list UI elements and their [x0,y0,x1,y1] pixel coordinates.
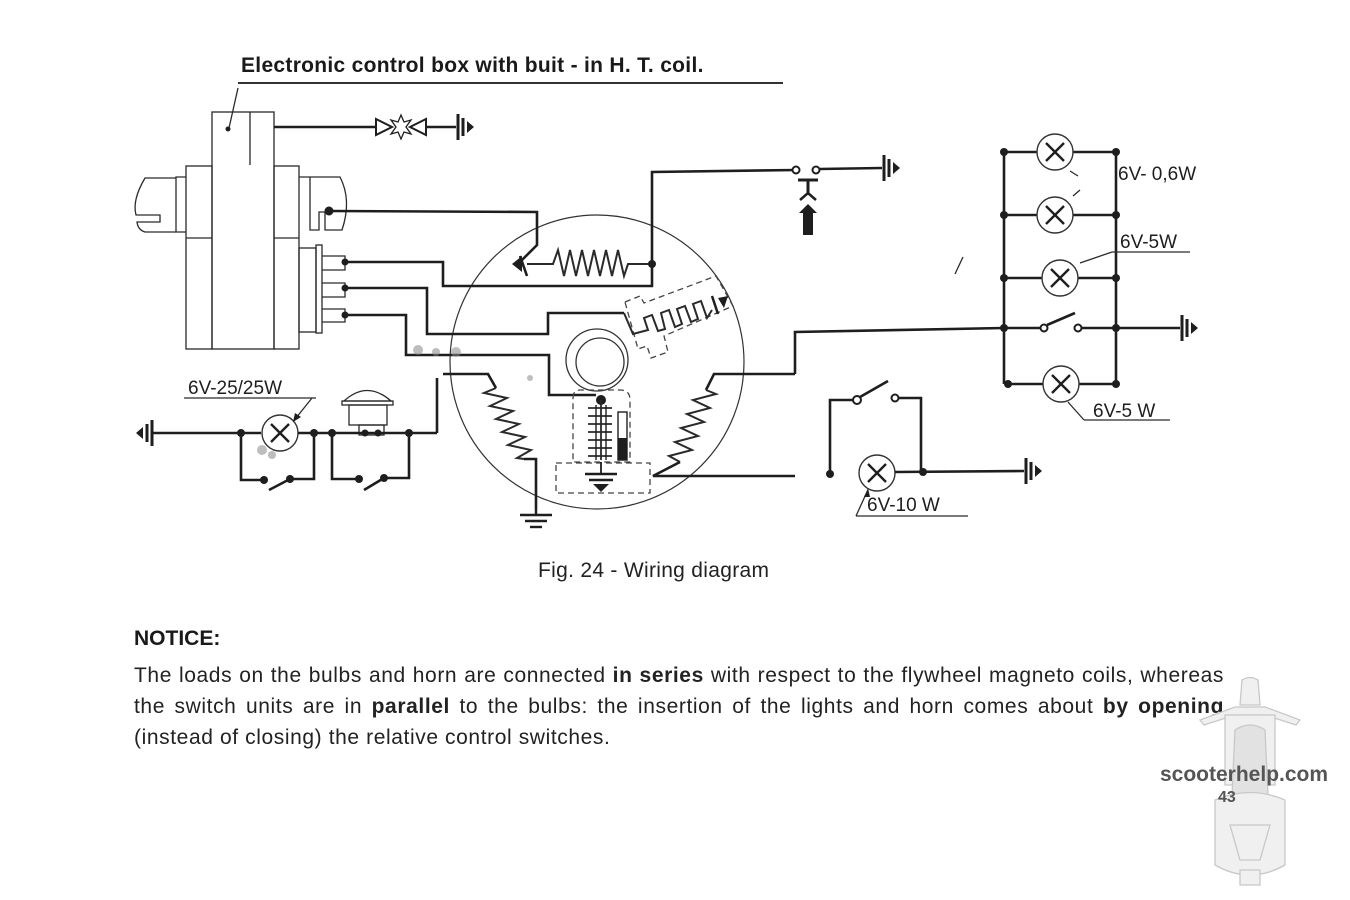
spark-plug [274,112,476,142]
push-button-switch-icon [799,204,817,235]
notice-paragraph: The loads on the bulbs and horn are conn… [134,660,1224,753]
stop-switch [791,153,902,235]
ground-icon [882,153,902,183]
lamp-group: 6V- 0,6W 6V-5W 6V-5 W [1000,132,1200,422]
lamp-label-2: 6V-5W [1120,232,1177,253]
bulb-icon [1041,364,1081,404]
tail-lamp-circuit: 6V-10 W [826,379,1044,517]
spark-gap-icon [389,113,413,141]
label-leader-line [228,87,239,129]
ground-icon [1180,313,1200,343]
watermark: scooterhelp.com [1160,763,1329,786]
control-box-label: Electronic control box with buit - in H.… [241,54,704,77]
bulb-icon [1040,258,1080,298]
magneto-coil-top [345,168,798,288]
notice-text: The loads on the bulbs and horn are conn… [134,664,613,687]
indicator-bulb-icon [1035,132,1075,172]
tail-lamp-label: 6V-10 W [867,495,940,516]
magneto-coil-right [652,326,1005,478]
ground-icon [1024,456,1044,486]
notice-emphasis: in series [612,664,704,687]
headlamp-label: 6V-25/25W [188,378,282,399]
flywheel-stator-icon [449,214,745,510]
cam-icon [565,328,629,392]
notice-emphasis: by opening [1102,695,1225,718]
headlamp-bulb-icon [260,413,300,453]
notice-text: with respect to the flywheel magneto coi… [134,664,1224,718]
horn-icon [330,378,439,492]
magneto-coil-left [443,372,552,529]
pickup-coil [623,275,734,359]
lamp-switch [1000,311,1200,343]
notice-emphasis: parallel [371,695,450,718]
title-underline [238,82,783,84]
control-box [134,111,348,350]
scooter-logo-icon [1198,676,1302,886]
page-number: 43 [1218,789,1236,806]
headlamp-circuit: 6V-25/25W [134,378,345,492]
tail-lamp-bulb-icon [857,453,897,493]
notice-text: (instead of closing) the relative contro… [134,726,611,749]
lamp-label-3: 6V-5 W [1093,401,1155,422]
ground-icon [134,418,154,448]
indicator-bulb-icon [1035,195,1075,235]
contact-breaker [555,389,651,494]
figure-caption: Fig. 24 - Wiring diagram [538,559,770,582]
ground-icon [456,112,476,142]
notice-text: to the bulbs: the insertion of the light… [449,695,1103,718]
notice-heading: NOTICE: [134,627,221,650]
lamp-label-1: 6V- 0,6W [1118,164,1196,185]
